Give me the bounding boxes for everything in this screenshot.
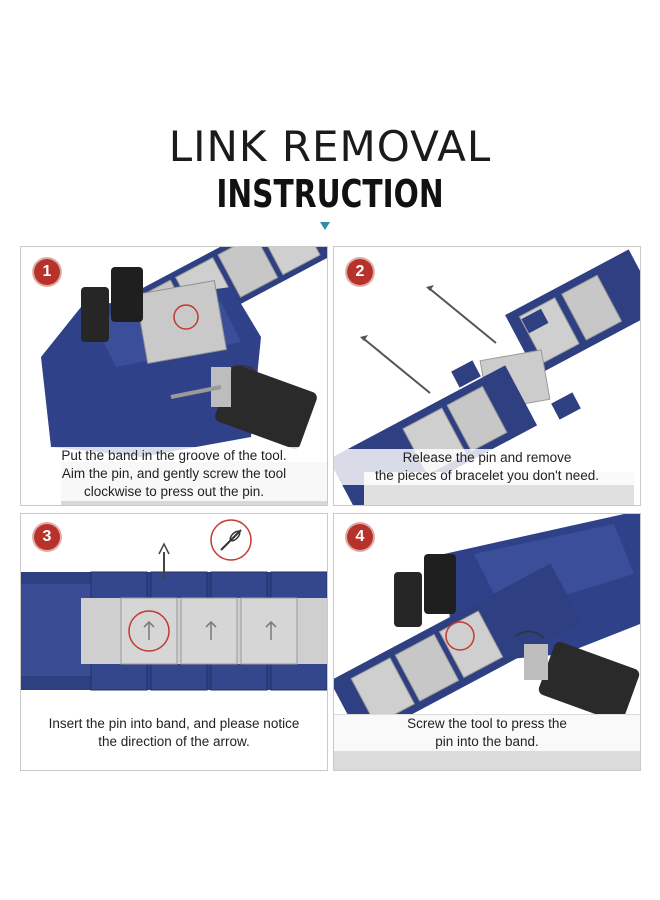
caption-line: Aim the pin, and gently screw the tool xyxy=(61,466,287,481)
step-number-badge: 1 xyxy=(34,259,60,285)
step-3-caption: Insert the pin into band, and please not… xyxy=(21,715,327,751)
caret-down-icon xyxy=(320,222,330,230)
step-1-caption: Put the band in the groove of the tool. … xyxy=(21,447,327,501)
caption-line: the pieces of bracelet you don't need. xyxy=(375,468,599,483)
page-title: LINK REMOVAL xyxy=(168,122,492,171)
step-number-badge: 2 xyxy=(347,259,373,285)
caption-line: pin into the band. xyxy=(435,734,539,749)
caption-line: the direction of the arrow. xyxy=(98,734,250,749)
step-panel-4: 4 Screw the tool to press the pin into t… xyxy=(333,513,641,771)
caption-line: Release the pin and remove xyxy=(402,450,572,465)
step-panel-2: 2 Release the pin and remove the pieces … xyxy=(333,246,641,506)
caption-line: Insert the pin into band, and please not… xyxy=(48,716,300,731)
step-4-illustration xyxy=(334,514,640,770)
page-subtitle: INSTRUCTION xyxy=(216,172,444,216)
caption-line: Screw the tool to press the xyxy=(407,716,567,731)
caption-line: Put the band in the groove of the tool. xyxy=(61,448,287,463)
step-4-caption: Screw the tool to press the pin into the… xyxy=(334,715,640,751)
step-number-badge: 3 xyxy=(34,524,60,550)
step-panel-1: 1 Put the band in the groove of the tool… xyxy=(20,246,328,506)
step-panel-3: 3 Insert the pin into band, and please n… xyxy=(20,513,328,771)
caption-line: clockwise to press out the pin. xyxy=(83,484,265,499)
step-number-badge: 4 xyxy=(347,524,373,550)
step-2-caption: Release the pin and remove the pieces of… xyxy=(334,449,640,485)
